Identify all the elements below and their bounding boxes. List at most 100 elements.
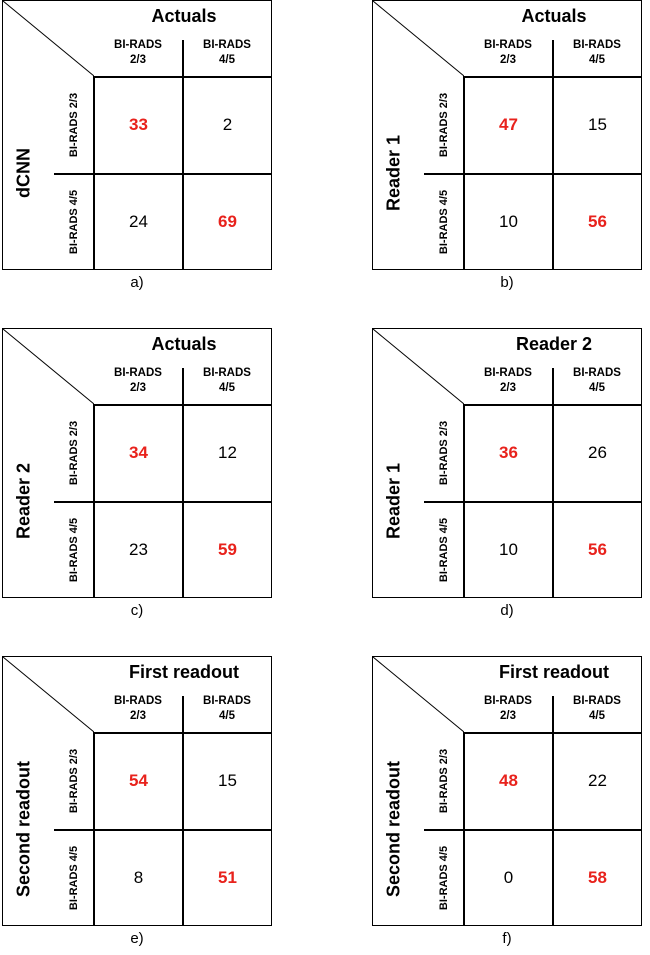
grid-line-vertical — [552, 696, 554, 926]
grid-line-vertical — [552, 368, 554, 598]
matrix-frame — [372, 328, 642, 598]
row-header: BI-RADS 4/5 — [68, 517, 80, 582]
panel-caption: f) — [502, 930, 512, 947]
matrix-cell: 23 — [129, 540, 148, 559]
row-title: Second readout — [13, 760, 34, 898]
grid-line-horizontal — [424, 501, 642, 503]
matrix-cell-agreement: 56 — [588, 212, 607, 231]
grid-line-vertical — [182, 368, 184, 598]
matrix-cell-agreement: 58 — [588, 868, 607, 887]
matrix-cell-agreement: 47 — [499, 115, 518, 134]
row-header: BI-RADS 2/3 — [438, 748, 450, 813]
row-header-area: BI-RADS 4/5 — [54, 501, 94, 598]
matrix-cell: 12 — [218, 443, 237, 462]
row-header-area: BI-RADS 2/3 — [54, 76, 94, 173]
row-header-area: BI-RADS 4/5 — [54, 173, 94, 270]
row-title: Reader 2 — [13, 462, 34, 540]
grid-line-vertical — [93, 732, 95, 926]
row-title-area: Reader 1 — [374, 76, 414, 270]
panel-caption: c) — [130, 602, 144, 619]
grid-line-horizontal — [424, 829, 642, 831]
row-header-area: BI-RADS 2/3 — [54, 732, 94, 829]
row-header-area: BI-RADS 2/3 — [424, 404, 464, 501]
row-header: BI-RADS 2/3 — [68, 92, 80, 157]
column-title: First readout — [128, 662, 239, 682]
row-header-area: BI-RADS 2/3 — [54, 404, 94, 501]
grid-line-horizontal — [54, 829, 272, 831]
grid-line-vertical — [93, 76, 95, 270]
grid-line-vertical — [182, 40, 184, 270]
matrix-cell: 24 — [129, 212, 148, 231]
row-header-area: BI-RADS 4/5 — [424, 501, 464, 598]
column-title: First readout — [498, 662, 609, 682]
grid-line-vertical — [463, 732, 465, 926]
matrix-frame — [2, 328, 272, 598]
matrix-cell: 15 — [588, 115, 607, 134]
row-header: BI-RADS 2/3 — [438, 92, 450, 157]
column-title: Reader 2 — [515, 334, 593, 354]
panel-caption: e) — [130, 930, 144, 947]
row-header: BI-RADS 4/5 — [438, 845, 450, 910]
row-header-area: BI-RADS 2/3 — [424, 732, 464, 829]
matrix-cell: 2 — [222, 115, 233, 134]
matrix-cell: 10 — [499, 212, 518, 231]
panel-caption: d) — [500, 602, 514, 619]
panel-caption: a) — [130, 274, 144, 291]
row-title-area: Second readout — [4, 732, 44, 926]
matrix-cell: 8 — [133, 868, 144, 887]
matrix-cell: 15 — [218, 771, 237, 790]
row-header: BI-RADS 4/5 — [68, 845, 80, 910]
grid-line-vertical — [463, 76, 465, 270]
row-header: BI-RADS 4/5 — [438, 189, 450, 254]
row-title: Reader 1 — [383, 462, 404, 540]
row-header: BI-RADS 4/5 — [68, 189, 80, 254]
matrix-frame — [372, 656, 642, 926]
matrix-cell-agreement: 69 — [218, 212, 237, 231]
row-title-area: Reader 2 — [4, 404, 44, 598]
row-title: Reader 1 — [383, 134, 404, 212]
grid-line-vertical — [93, 404, 95, 598]
row-header: BI-RADS 2/3 — [68, 748, 80, 813]
grid-line-horizontal — [54, 173, 272, 175]
matrix-cell-agreement: 59 — [218, 540, 237, 559]
row-header-area: BI-RADS 2/3 — [424, 76, 464, 173]
matrix-cell-agreement: 33 — [129, 115, 148, 134]
row-header: BI-RADS 2/3 — [68, 420, 80, 485]
matrix-cell: 10 — [499, 540, 518, 559]
row-title: Second readout — [383, 760, 404, 898]
matrix-cell: 26 — [588, 443, 607, 462]
row-title-area: dCNN — [4, 76, 44, 270]
grid-line-vertical — [182, 696, 184, 926]
matrix-cell-agreement: 56 — [588, 540, 607, 559]
row-header-area: BI-RADS 4/5 — [424, 173, 464, 270]
row-title-area: Second readout — [374, 732, 414, 926]
panel-caption: b) — [500, 274, 514, 291]
row-title-area: Reader 1 — [374, 404, 414, 598]
matrix-frame — [372, 0, 642, 270]
column-title: Actuals — [521, 6, 587, 26]
row-header: BI-RADS 4/5 — [438, 517, 450, 582]
column-title: Actuals — [151, 6, 217, 26]
column-title: Actuals — [151, 334, 217, 354]
matrix-cell-agreement: 54 — [129, 771, 148, 790]
grid-line-vertical — [552, 40, 554, 270]
matrix-frame — [2, 0, 272, 270]
matrix-cell-agreement: 34 — [129, 443, 148, 462]
row-title: dCNN — [13, 148, 34, 198]
row-header: BI-RADS 2/3 — [438, 420, 450, 485]
